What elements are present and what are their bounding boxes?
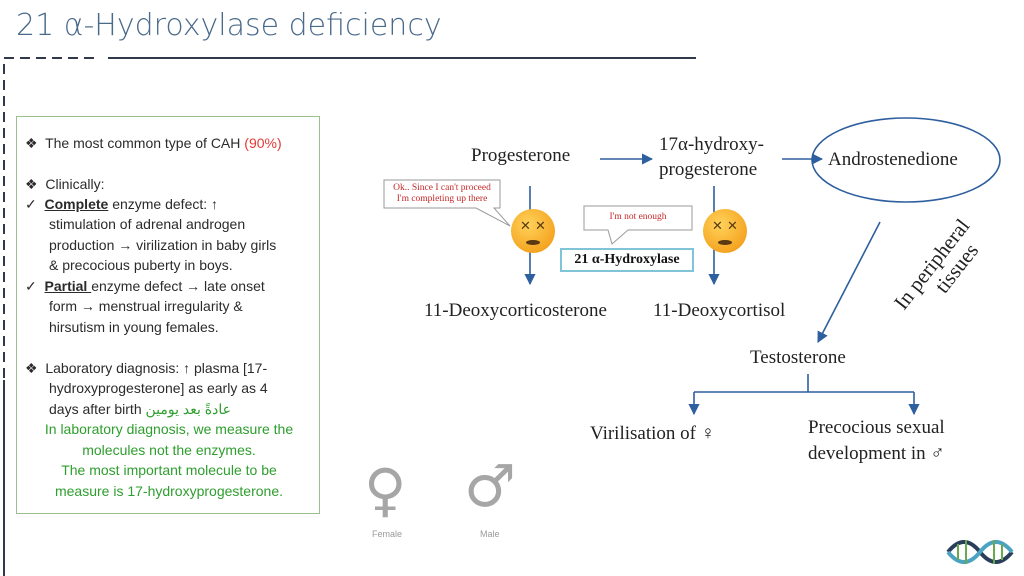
bullet-most-common: ❖ The most common type of CAH (90%): [25, 135, 282, 151]
female-label: Female: [372, 529, 403, 539]
diamond-bullet-icon: ❖: [25, 360, 38, 376]
node-17-hydroxy-line1: 17α-hydroxy-: [659, 134, 764, 155]
node-precocious-line1: Precocious sexual: [808, 417, 945, 438]
node-testosterone: Testosterone: [750, 347, 846, 368]
arabic-note: عادةً بعد يومين: [145, 401, 231, 417]
bullet-lab-diagnosis: ❖ Laboratory diagnosis: ↑ plasma [17-: [25, 360, 268, 376]
info-textbox: ❖ The most common type of CAH (90%) ❖ Cl…: [16, 116, 320, 514]
speech-bubble-1: [383, 179, 511, 227]
androstenedione-ellipse: [811, 117, 1001, 203]
check-icon: ✓: [25, 196, 37, 212]
bubble-1-text: Ok.. Since I can't proceed I'm completin…: [393, 183, 491, 204]
check-icon: ✓: [25, 278, 37, 294]
node-virilisation: Virilisation of ♀: [590, 423, 715, 444]
node-17-hydroxy-line2: progesterone: [659, 159, 758, 180]
diamond-bullet-icon: ❖: [25, 135, 38, 151]
node-androstenedione: Androstenedione: [828, 149, 958, 170]
check-complete: ✓ Complete enzyme defect: ↑: [25, 196, 219, 212]
diamond-bullet-icon: ❖: [25, 176, 38, 192]
male-label: Male: [480, 529, 500, 539]
node-deoxycortisol: 11-Deoxycortisol: [653, 300, 786, 321]
female-symbol-icon: ♀: [364, 456, 407, 524]
dizzy-face-icon: ✕ ✕: [703, 209, 747, 253]
dizzy-face-icon: ✕ ✕: [511, 209, 555, 253]
enzyme-box: 21 α-Hydroxylase: [560, 248, 694, 272]
page-title: 21 α-Hydroxylase deficiency: [16, 8, 442, 43]
team-logo-icon: [946, 540, 1014, 564]
note-line-1: In laboratory diagnosis, we measure the: [44, 421, 294, 437]
lab-line-3: days after birth عادةً بعد يومين: [49, 401, 231, 417]
node-deoxycorticosterone: 11-Deoxycorticosterone: [424, 300, 607, 321]
node-precocious-line2: development in ♂: [808, 443, 945, 464]
male-symbol-icon: ♂: [464, 452, 516, 520]
note-line-2: molecules not the enzymes.: [82, 442, 256, 458]
node-progesterone: Progesterone: [471, 145, 571, 166]
bullet-clinically: ❖ Clinically:: [25, 176, 105, 192]
bubble-2-text: I'm not enough: [609, 212, 667, 222]
note-line-3: The most important molecule to be: [61, 462, 277, 478]
check-partial: ✓ Partial enzyme defect → late onset: [25, 278, 265, 294]
note-line-4: measure is 17-hydroxyprogesterone.: [54, 483, 283, 499]
speech-bubble-2: [583, 205, 693, 245]
